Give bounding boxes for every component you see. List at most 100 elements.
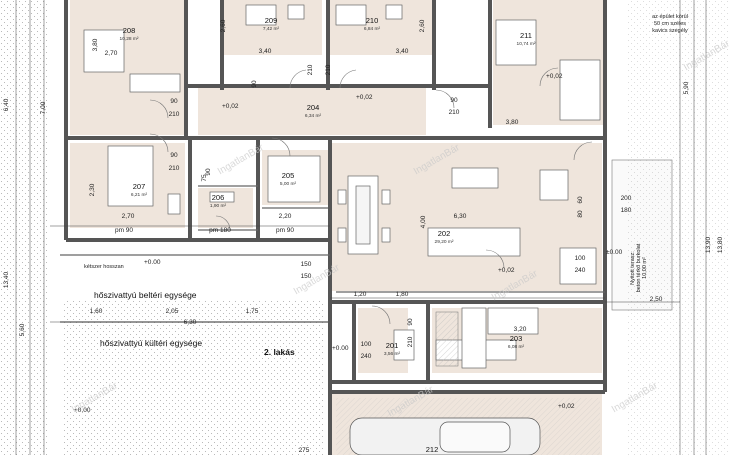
room-211-area: 10,74 m²	[517, 41, 536, 47]
svg-text:275: 275	[299, 447, 310, 454]
room-210-area: 6,84 m²	[364, 26, 381, 32]
svg-text:100: 100	[575, 255, 586, 262]
curb-note: az épület körül 50 cm széles kavics szeg…	[652, 14, 688, 34]
svg-text:3,80: 3,80	[92, 38, 99, 51]
outdoor-unit-label: hőszivattyú kültéri egysége	[100, 338, 202, 348]
svg-text:+0.00: +0.00	[74, 407, 91, 414]
ground-reference-label: kétszer hosszan	[84, 264, 124, 270]
garden-area	[62, 300, 324, 455]
svg-text:+0,02: +0,02	[546, 73, 563, 80]
indoor-unit-label: hőszivattyú beltéri egysége	[94, 290, 197, 300]
svg-text:90: 90	[407, 318, 414, 326]
svg-text:kavics szegély: kavics szegély	[652, 28, 688, 34]
svg-text:3,40: 3,40	[396, 48, 409, 55]
svg-text:5,90: 5,90	[683, 81, 690, 94]
room-209-area: 7,42 m²	[263, 26, 280, 32]
svg-text:+0.00: +0.00	[144, 259, 161, 266]
svg-text:±0.00: ±0.00	[606, 249, 623, 256]
svg-text:90: 90	[170, 152, 178, 159]
svg-text:80: 80	[577, 210, 584, 218]
svg-text:210: 210	[169, 111, 180, 118]
svg-text:90: 90	[251, 80, 258, 88]
dimension-lines	[15, 0, 707, 455]
svg-text:2,05: 2,05	[166, 308, 179, 315]
svg-text:210: 210	[325, 64, 332, 75]
room-207-number: 207	[133, 182, 146, 191]
svg-text:2,60: 2,60	[419, 19, 426, 32]
svg-text:100: 100	[361, 341, 372, 348]
svg-text:7,00: 7,00	[40, 101, 47, 114]
room-206-number: 206	[212, 193, 225, 202]
svg-text:75: 75	[201, 174, 208, 182]
gravel-strip	[0, 0, 48, 455]
svg-text:200: 200	[621, 195, 632, 202]
svg-text:2,30: 2,30	[89, 183, 96, 196]
svg-text:150: 150	[301, 273, 312, 280]
svg-text:2,70: 2,70	[122, 213, 135, 220]
svg-text:60: 60	[577, 196, 584, 204]
svg-text:90: 90	[205, 168, 212, 176]
svg-text:3,40: 3,40	[259, 48, 272, 55]
room-203-number: 203	[510, 334, 523, 343]
svg-text:pm 90: pm 90	[115, 227, 133, 234]
svg-text:240: 240	[361, 353, 372, 360]
svg-text:2,50: 2,50	[650, 296, 663, 303]
room-201-number: 201	[386, 341, 399, 350]
svg-text:150: 150	[301, 261, 312, 268]
svg-text:+0,02: +0,02	[356, 94, 373, 101]
svg-text:2,60: 2,60	[220, 19, 227, 32]
svg-text:pm 90: pm 90	[276, 227, 294, 234]
svg-text:13,90: 13,90	[705, 236, 712, 253]
svg-text:13,40: 13,40	[3, 271, 10, 288]
room-labels: 208 10,28 m² 209 7,42 m² 210 6,84 m² 211…	[120, 16, 536, 454]
svg-text:210: 210	[449, 109, 460, 116]
room-203-area: 6,08 m²	[508, 344, 525, 350]
room-208-area: 10,28 m²	[120, 36, 139, 42]
car-outline	[349, 417, 541, 455]
svg-text:90: 90	[170, 98, 178, 105]
room-210-number: 210	[366, 16, 379, 25]
unit-label: 2. lakás	[264, 347, 295, 357]
terrace-note: Nyitott terasz: beton térkő burkolat 10,…	[630, 243, 648, 292]
room-206-area: 1,90 m²	[210, 203, 227, 209]
room-202-number: 202	[438, 229, 451, 238]
door-arcs	[149, 67, 593, 325]
svg-text:1,75: 1,75	[246, 308, 259, 315]
svg-text:az épület körül: az épület körül	[652, 14, 688, 20]
level-marks: +0,02 +0,02 +0,02 +0,02 +0,02 +0.00 +0.0…	[74, 73, 623, 414]
svg-text:240: 240	[575, 267, 586, 274]
svg-text:4,00: 4,00	[420, 215, 427, 228]
svg-text:3,20: 3,20	[514, 326, 527, 333]
svg-text:13,80: 13,80	[717, 236, 724, 253]
walls	[64, 0, 607, 455]
svg-text:+0,02: +0,02	[558, 403, 575, 410]
svg-text:1,80: 1,80	[396, 291, 409, 298]
room-205-number: 205	[282, 171, 295, 180]
svg-text:+0,02: +0,02	[222, 103, 239, 110]
svg-text:pm 180: pm 180	[209, 227, 231, 234]
svg-text:6,30: 6,30	[454, 213, 467, 220]
right-strip	[628, 0, 728, 455]
horizontal-dimensions: 2,70 3,40 3,40 3,80 2,70 2,20 6,30 1,20 …	[90, 48, 663, 454]
room-207-area: 6,21 m²	[131, 192, 148, 198]
furniture	[83, 4, 601, 369]
svg-text:Nyitott terasz:: Nyitott terasz:	[630, 251, 636, 285]
room-201-area: 3,56 m²	[384, 351, 401, 357]
svg-text:2,20: 2,20	[279, 213, 292, 220]
svg-text:6,30: 6,30	[184, 319, 197, 326]
svg-text:180: 180	[621, 207, 632, 214]
room-202-area: 29,20 m²	[435, 239, 454, 245]
room-211-number: 211	[520, 31, 532, 40]
stair-hatch	[435, 311, 459, 367]
svg-text:2,70: 2,70	[105, 50, 118, 57]
svg-text:+0,02: +0,02	[498, 267, 515, 274]
svg-text:6,40: 6,40	[3, 98, 10, 111]
svg-text:50 cm széles: 50 cm széles	[654, 21, 686, 27]
room-209-number: 209	[265, 16, 278, 25]
svg-text:1,60: 1,60	[90, 308, 103, 315]
room-212-number: 212	[426, 445, 439, 454]
svg-text:210: 210	[307, 64, 314, 75]
room-205-area: 5,00 m²	[280, 181, 297, 187]
svg-text:10,00 m²: 10,00 m²	[642, 257, 648, 279]
